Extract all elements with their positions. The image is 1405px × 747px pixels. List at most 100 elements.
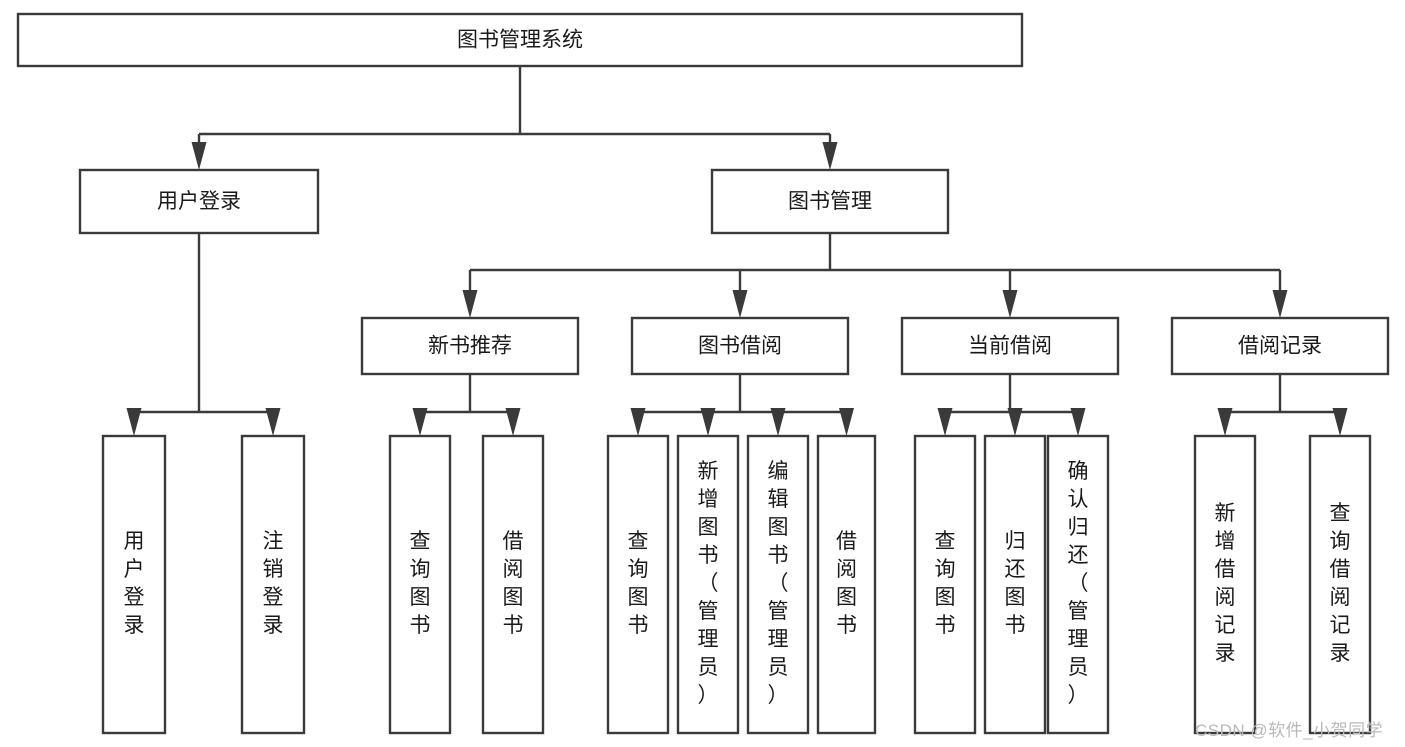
node-leaf-query-book-borrow-label-char: 书 bbox=[628, 614, 649, 637]
arrow-head-icon bbox=[462, 290, 478, 318]
node-leaf-logout-label-char: 销 bbox=[263, 558, 284, 581]
node-leaf-add-book-label-char: ） bbox=[698, 684, 719, 707]
node-leaf-user-login-label-char: 用 bbox=[124, 530, 145, 553]
node-leaf-confirm-return-label-char: 还 bbox=[1068, 544, 1089, 567]
node-leaf-user-login[interactable]: 用户登录 bbox=[101, 434, 167, 735]
node-leaf-borrow-book-label-char: 借 bbox=[836, 530, 857, 553]
node-new-book-recommend[interactable]: 新书推荐 bbox=[360, 316, 580, 376]
node-leaf-user-login-label-char: 录 bbox=[124, 614, 145, 637]
node-leaf-confirm-return-label-char: 员 bbox=[1068, 656, 1089, 679]
node-leaf-confirm-return-label-char: ） bbox=[1068, 684, 1089, 707]
node-user-login-box bbox=[78, 168, 320, 235]
node-leaf-logout-box bbox=[240, 434, 306, 735]
node-leaf-return-book-label-char: 还 bbox=[1005, 558, 1026, 581]
node-leaf-add-record-label-char: 新 bbox=[1215, 502, 1236, 525]
arrow-head-icon bbox=[770, 408, 786, 436]
node-user-login-label: 用户登录 bbox=[157, 190, 241, 213]
node-leaf-query-book-rec-box bbox=[388, 434, 452, 735]
node-borrow-record[interactable]: 借阅记录 bbox=[1170, 316, 1390, 376]
node-leaf-query-book-cur-label-char: 图 bbox=[935, 586, 956, 609]
arrow-head-icon bbox=[630, 408, 646, 436]
node-leaf-return-book-label-char: 图 bbox=[1005, 586, 1026, 609]
node-book-borrow[interactable]: 图书借阅 bbox=[630, 316, 850, 376]
arrow-head-icon bbox=[191, 142, 207, 170]
node-leaf-add-record-label-char: 记 bbox=[1215, 614, 1236, 637]
node-leaf-add-record-label-char: 增 bbox=[1215, 530, 1236, 553]
node-user-login[interactable]: 用户登录 bbox=[78, 168, 320, 235]
node-leaf-query-book-borrow-label-char: 询 bbox=[628, 558, 649, 581]
node-book-manage-box bbox=[710, 168, 950, 235]
node-leaf-return-book-label-char: 归 bbox=[1005, 530, 1026, 553]
node-leaf-add-book-label-char: 员 bbox=[698, 656, 719, 679]
node-leaf-add-record-box bbox=[1193, 434, 1257, 735]
node-book-borrow-label: 图书借阅 bbox=[698, 335, 782, 358]
node-book-manage-label: 图书管理 bbox=[788, 190, 872, 213]
node-current-borrow-label: 当前借阅 bbox=[968, 335, 1052, 358]
node-leaf-edit-book-label-char: 书 bbox=[768, 544, 789, 567]
node-leaf-query-record-label-char: 借 bbox=[1330, 558, 1351, 581]
node-book-manage[interactable]: 图书管理 bbox=[710, 168, 950, 235]
node-leaf-add-book-label-char: 增 bbox=[698, 488, 719, 511]
node-leaf-return-book-label-char: 书 bbox=[1005, 614, 1026, 637]
node-new-book-recommend-label: 新书推荐 bbox=[428, 335, 512, 358]
node-leaf-user-login-box bbox=[101, 434, 167, 735]
arrow-head-icon bbox=[265, 408, 281, 436]
node-leaf-query-record-label-char: 录 bbox=[1330, 642, 1351, 665]
connectors-layer bbox=[126, 66, 1348, 436]
node-leaf-add-book-label-char: 新 bbox=[698, 460, 719, 483]
node-current-borrow[interactable]: 当前借阅 bbox=[900, 316, 1120, 376]
node-leaf-confirm-return-label-char: 确 bbox=[1068, 460, 1089, 483]
node-leaf-edit-book-label-char: 管 bbox=[768, 600, 789, 623]
node-leaf-return-book-box bbox=[983, 434, 1047, 735]
node-leaf-query-book-cur-box bbox=[913, 434, 977, 735]
node-leaf-query-book-rec-label-char: 查 bbox=[410, 530, 431, 553]
node-leaf-borrow-book-label-char: 图 bbox=[836, 586, 857, 609]
node-leaf-borrow-book-box bbox=[816, 434, 877, 735]
node-leaf-query-book-cur-label-char: 询 bbox=[935, 558, 956, 581]
node-leaf-borrow-book-rec-label-char: 阅 bbox=[503, 558, 524, 581]
node-leaf-add-book-label-char: 管 bbox=[698, 600, 719, 623]
node-leaf-query-book-cur-label-char: 书 bbox=[935, 614, 956, 637]
node-leaf-borrow-book-rec-box bbox=[481, 434, 545, 735]
arrow-head-icon bbox=[126, 408, 142, 436]
node-leaf-confirm-return-box bbox=[1046, 434, 1110, 735]
arrow-head-icon bbox=[822, 142, 838, 170]
node-root[interactable]: 图书管理系统 bbox=[16, 12, 1024, 68]
node-leaf-logout-label-char: 注 bbox=[263, 530, 284, 553]
node-leaf-add-record-label-char: 借 bbox=[1215, 558, 1236, 581]
node-leaf-add-book-box bbox=[676, 434, 740, 735]
node-leaf-user-login-label-char: 户 bbox=[124, 558, 145, 581]
arrow-head-icon bbox=[505, 408, 521, 436]
node-current-borrow-box bbox=[900, 316, 1120, 376]
arrow-head-icon bbox=[700, 408, 716, 436]
node-leaf-edit-book-label-char: 图 bbox=[768, 516, 789, 539]
arrow-head-icon bbox=[1217, 408, 1233, 436]
node-leaf-edit-book-box bbox=[746, 434, 810, 735]
node-root-label: 图书管理系统 bbox=[457, 29, 583, 52]
node-leaf-query-book-cur-label-char: 查 bbox=[935, 530, 956, 553]
node-book-borrow-box bbox=[630, 316, 850, 376]
arrow-head-icon bbox=[937, 408, 953, 436]
node-leaf-confirm-return-label-char: 归 bbox=[1068, 516, 1089, 539]
arrow-head-icon bbox=[1002, 290, 1018, 318]
node-leaf-query-book-borrow-box bbox=[606, 434, 670, 735]
node-leaf-query-book-rec-label-char: 图 bbox=[410, 586, 431, 609]
node-leaf-add-record-label-char: 录 bbox=[1215, 642, 1236, 665]
node-leaf-add-book-label-char: 理 bbox=[698, 628, 719, 651]
node-leaf-query-record-label-char: 查 bbox=[1330, 502, 1351, 525]
node-leaf-edit-book-label-char: （ bbox=[768, 572, 789, 595]
node-leaf-borrow-book-label-char: 阅 bbox=[836, 558, 857, 581]
